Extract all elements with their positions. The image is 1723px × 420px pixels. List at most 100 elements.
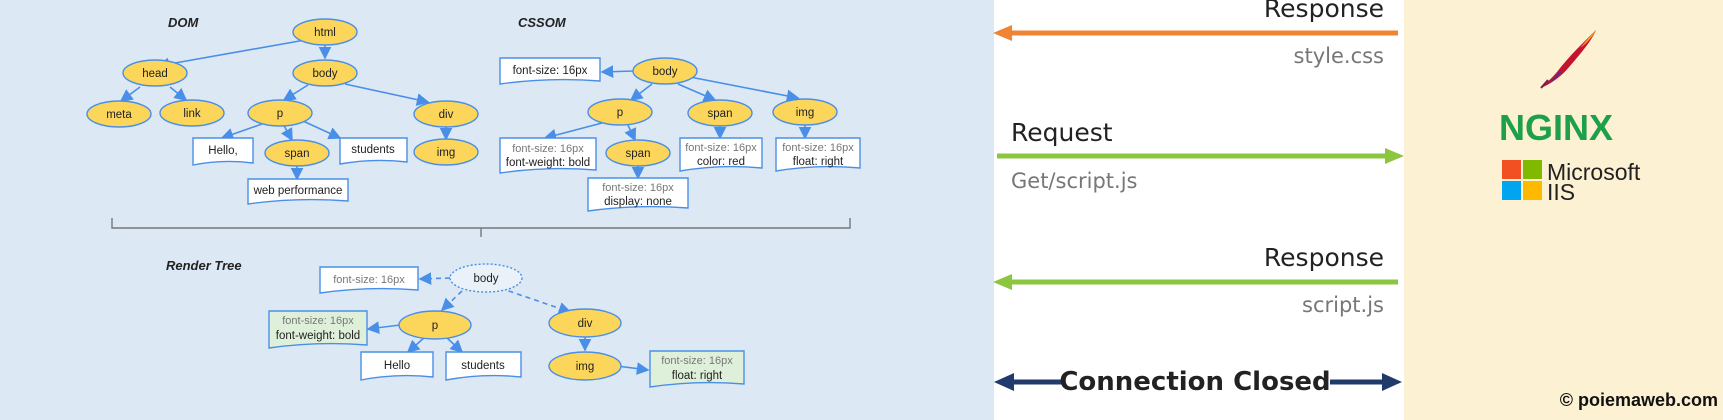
render-node-body: body xyxy=(449,263,523,293)
render-node-hello: Hello xyxy=(360,351,434,381)
svg-text:img: img xyxy=(576,361,595,373)
request-label: Request xyxy=(1011,118,1113,147)
cssom-nodes: font-size: 16px body p span img font-siz… xyxy=(499,57,861,212)
request-file: Get/script.js xyxy=(1011,169,1137,193)
svg-text:span: span xyxy=(626,148,651,160)
dom-node-hello: Hello, xyxy=(192,137,254,166)
svg-text:color: red: color: red xyxy=(697,156,745,168)
svg-text:meta: meta xyxy=(106,109,132,121)
dom-node-img: img xyxy=(413,138,479,166)
svg-text:img: img xyxy=(437,147,456,159)
cssom-node-span: span xyxy=(687,99,753,127)
response-css-arrowhead xyxy=(993,25,1012,41)
dom-node-body: body xyxy=(292,59,358,87)
svg-text:body: body xyxy=(474,273,499,285)
svg-text:html: html xyxy=(314,27,336,39)
connection-closed: Connection Closed xyxy=(994,367,1402,397)
svg-text:img: img xyxy=(796,107,815,119)
svg-text:font-size: 16px: font-size: 16px xyxy=(685,142,757,154)
svg-text:font-size: 16px: font-size: 16px xyxy=(602,182,674,194)
cssom-node-img: img xyxy=(772,98,838,126)
svg-text:head: head xyxy=(142,68,168,80)
merge-bracket xyxy=(111,218,851,237)
microsoft-iis-logo: Microsoft IIS xyxy=(1502,159,1641,205)
svg-text:IIS: IIS xyxy=(1547,179,1575,205)
response-css-label: Response xyxy=(1264,0,1384,23)
svg-text:p: p xyxy=(617,107,623,119)
closed-arrowhead-left xyxy=(994,373,1014,391)
svg-text:body: body xyxy=(653,66,678,78)
request-js: Request Get/script.js xyxy=(997,118,1404,193)
render-node-img: img xyxy=(548,351,622,381)
svg-text:students: students xyxy=(351,144,395,156)
svg-text:div: div xyxy=(439,109,454,121)
svg-text:float: right: float: right xyxy=(793,156,844,168)
dom-node-html: html xyxy=(292,18,358,46)
render-tree-edges xyxy=(418,272,572,315)
response-js: Response script.js xyxy=(993,243,1398,317)
svg-text:font-weight: bold: font-weight: bold xyxy=(506,157,590,169)
render-node-div: div xyxy=(548,308,622,338)
svg-text:p: p xyxy=(277,108,283,120)
svg-text:font-size: 16px: font-size: 16px xyxy=(661,355,733,367)
svg-text:span: span xyxy=(285,148,310,160)
render-node-p: p xyxy=(398,310,472,340)
cssom-node-p: p xyxy=(587,98,653,126)
response-js-label: Response xyxy=(1264,243,1384,272)
dom-node-head: head xyxy=(122,59,188,87)
dom-node-div: div xyxy=(413,100,479,128)
cssom-span2-style: font-size: 16px display: none xyxy=(587,177,689,212)
svg-text:p: p xyxy=(432,320,438,332)
cssom-node-span2: span xyxy=(605,139,671,167)
apache-feather-icon xyxy=(1540,30,1596,89)
svg-text:float: right: float: right xyxy=(672,370,723,382)
svg-text:div: div xyxy=(578,318,593,330)
response-js-arrowhead xyxy=(993,274,1012,290)
svg-text:Microsoft: Microsoft xyxy=(1547,159,1641,185)
cssom-edges xyxy=(543,65,812,180)
svg-text:Hello,: Hello, xyxy=(208,145,237,157)
render-body-style: font-size: 16px xyxy=(319,266,419,294)
dom-node-span: span xyxy=(264,139,330,167)
svg-text:body: body xyxy=(313,68,338,80)
dom-node-p: p xyxy=(247,99,313,127)
svg-text:display: none: display: none xyxy=(604,196,672,208)
copyright-text: © poiemaweb.com xyxy=(1560,390,1718,410)
dom-node-web-performance: web performance xyxy=(247,178,349,205)
render-node-students: students xyxy=(445,351,522,381)
cssom-title: CSSOM xyxy=(518,15,567,30)
svg-text:font-size: 16px: font-size: 16px xyxy=(333,274,405,286)
dom-title: DOM xyxy=(168,15,200,30)
dom-node-students: students xyxy=(339,137,408,165)
render-img-style: font-size: 16px float: right xyxy=(649,350,745,388)
dom-edges xyxy=(119,39,453,181)
cssom-img-style: font-size: 16px float: right xyxy=(775,137,861,172)
svg-text:NGINX: NGINX xyxy=(1499,107,1613,148)
cssom-span-style: font-size: 16px color: red xyxy=(679,137,763,172)
dom-nodes: html head body meta link p div Hello, xyxy=(86,18,479,205)
dom-node-link: link xyxy=(159,99,225,127)
cssom-body-style: font-size: 16px xyxy=(499,57,601,85)
cssom-node-body: body xyxy=(632,57,698,85)
svg-text:font-size: 16px: font-size: 16px xyxy=(782,142,854,154)
nginx-logo: NGINX xyxy=(1499,107,1613,148)
cssom-p-style: font-size: 16px font-weight: bold xyxy=(499,137,597,174)
response-css-file: style.css xyxy=(1294,44,1384,68)
svg-text:span: span xyxy=(708,108,733,120)
svg-text:font-size: 16px: font-size: 16px xyxy=(282,315,354,327)
svg-text:students: students xyxy=(461,360,505,372)
render-p-style: font-size: 16px font-weight: bold xyxy=(268,310,368,349)
connection-closed-label: Connection Closed xyxy=(1059,367,1330,397)
closed-arrowhead-right xyxy=(1382,373,1402,391)
render-tree-nodes: font-size: 16px body font-size: 16px fon… xyxy=(268,263,745,388)
response-css: Response style.css xyxy=(993,0,1398,68)
svg-text:font-size: 16px: font-size: 16px xyxy=(513,65,588,77)
svg-text:link: link xyxy=(183,108,201,120)
svg-text:font-size: 16px: font-size: 16px xyxy=(512,143,584,155)
response-js-file: script.js xyxy=(1302,293,1384,317)
svg-text:web performance: web performance xyxy=(253,185,343,197)
render-tree-solid-edges xyxy=(366,321,650,375)
svg-text:font-weight: bold: font-weight: bold xyxy=(276,330,360,342)
render-tree-title: Render Tree xyxy=(166,258,242,273)
request-arrowhead xyxy=(1385,148,1404,164)
